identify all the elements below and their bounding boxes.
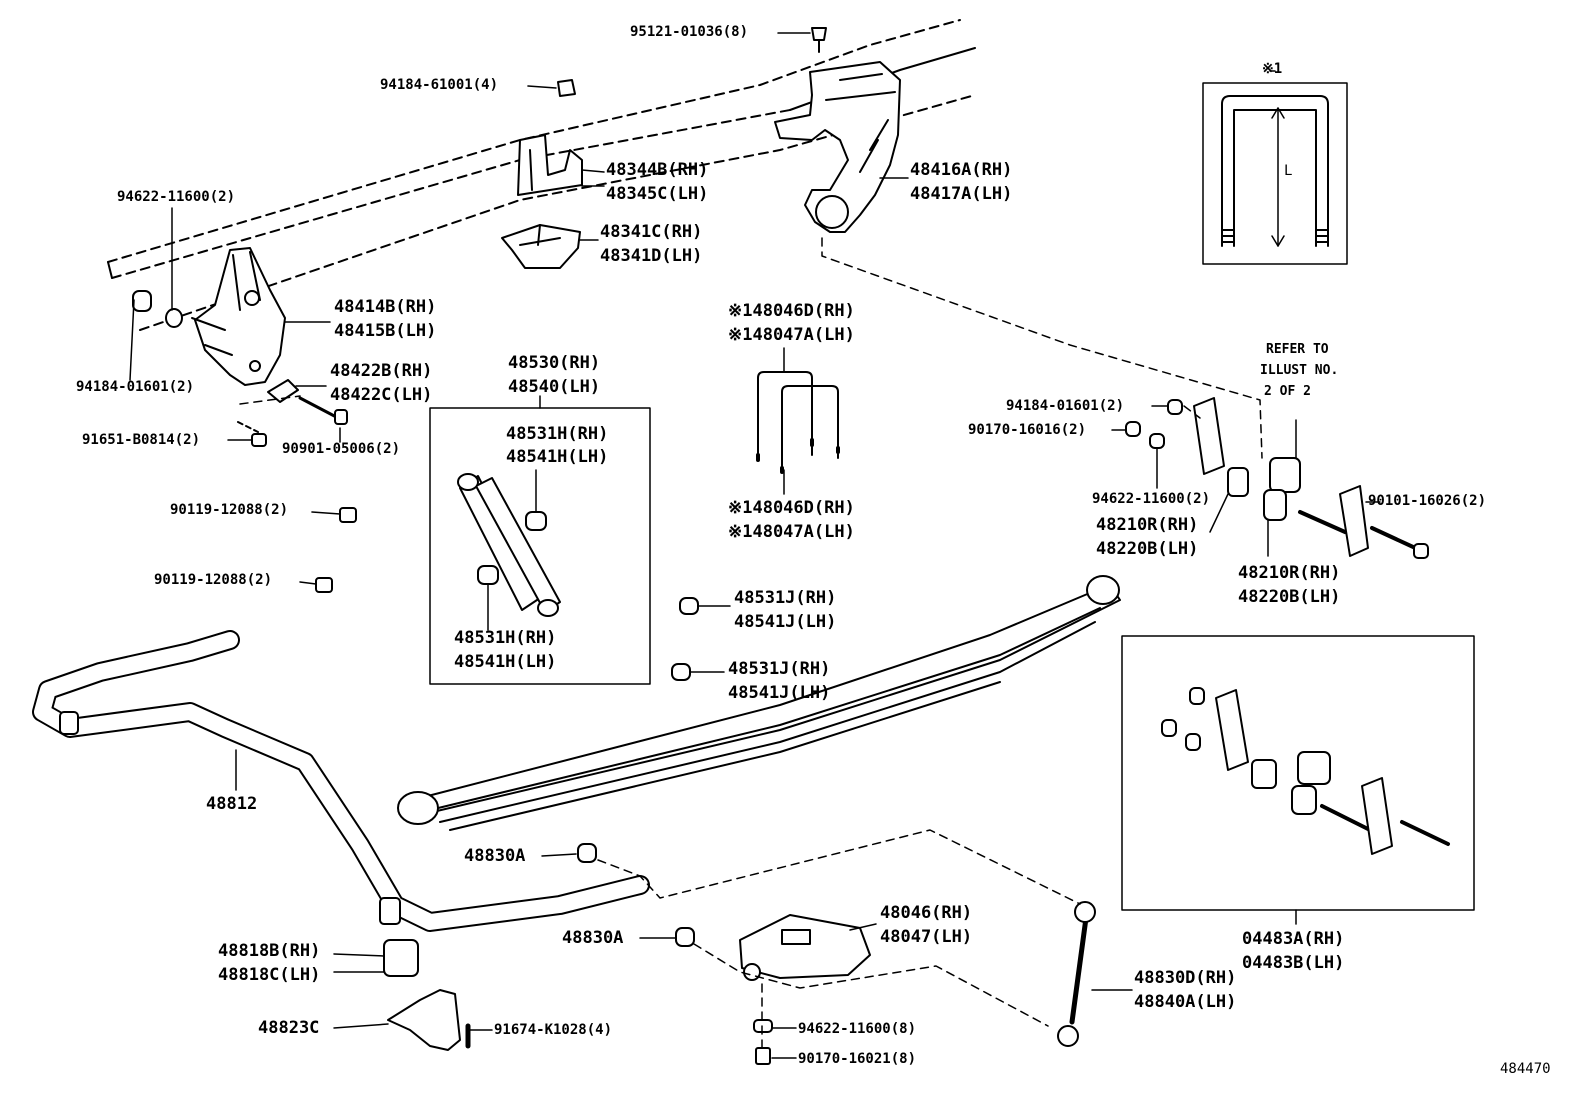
label-48541h-bottom: 48541H(LH) [454, 652, 557, 672]
bracket-48046 [739, 914, 871, 981]
spacer-48341c [501, 224, 581, 269]
bracket-48344b [517, 134, 583, 196]
shackle-kit-box [1121, 635, 1475, 911]
label-48422b: 48422B(RH) [330, 361, 433, 381]
u-bolt-inset-box [1202, 82, 1348, 265]
label-48531j-b: 48531J(RH) [728, 659, 831, 679]
label-04483a: 04483A(RH) [1242, 929, 1345, 949]
label-48416a: 48416A(RH) [910, 160, 1013, 180]
label-91651-b0814: 91651-B0814(2) [82, 432, 201, 448]
label-48046: 48046(RH) [880, 903, 973, 923]
shackle-parts [1125, 397, 1429, 559]
label-48047a-bottom: ※148047A(LH) [728, 522, 855, 542]
label-48823c: 48823C [258, 1018, 320, 1038]
label-48345c: 48345C(LH) [606, 184, 709, 204]
leaf-spring [397, 575, 1121, 831]
hanger-48414b [191, 247, 286, 386]
label-48812: 48812 [206, 794, 258, 814]
inset-note-mark: ※1 [1262, 61, 1283, 77]
label-48830a-lower: 48830A [562, 928, 624, 948]
label-48220b-b: 48220B(LH) [1238, 587, 1341, 607]
stabilizer-link [1057, 901, 1096, 1047]
label-94622-11600-c: 94622-11600(8) [798, 1021, 917, 1037]
label-48046d-bottom: ※148046D(RH) [728, 498, 855, 518]
inset-length-label: L [1284, 163, 1293, 179]
label-48830a-upper: 48830A [464, 846, 526, 866]
bumper-48531j-a [679, 597, 699, 615]
shackle-kit [1161, 687, 1450, 855]
label-48341c: 48341C(RH) [600, 222, 703, 242]
label-48341d: 48341D(LH) [600, 246, 703, 266]
label-94184-01601-a: 94184-01601(2) [76, 379, 195, 395]
label-48047a-top: ※148047A(LH) [728, 325, 855, 345]
label-48541h-top: 48541H(LH) [506, 447, 609, 467]
u-bolts [756, 371, 840, 474]
label-48414b: 48414B(RH) [334, 297, 437, 317]
label-48531h-bottom: 48531H(RH) [454, 628, 557, 648]
u-bolt-inset [1221, 95, 1329, 247]
small-fasteners [132, 27, 827, 593]
label-91674-k1028: 91674-K1028(4) [494, 1022, 613, 1038]
refer-note-line2: ILLUST NO. [1260, 363, 1339, 378]
label-94622-11600-a: 94622-11600(2) [117, 189, 236, 205]
label-48818c: 48818C(LH) [218, 965, 321, 985]
label-48047: 48047(LH) [880, 927, 973, 947]
label-48415b: 48415B(LH) [334, 321, 437, 341]
label-48046d-top: ※148046D(RH) [728, 301, 855, 321]
label-48818b: 48818B(RH) [218, 941, 321, 961]
label-04483b: 04483B(LH) [1242, 953, 1345, 973]
label-48530: 48530(RH) [508, 353, 601, 373]
shock-absorber [457, 473, 561, 617]
label-48540: 48540(LH) [508, 377, 601, 397]
bracket-48823c [387, 989, 461, 1051]
label-94184-01601-b: 94184-01601(2) [1006, 398, 1125, 414]
label-90901-05006: 90901-05006(2) [282, 441, 401, 457]
label-95121-01036: 95121-01036(8) [630, 24, 749, 40]
label-90170-16021: 90170-16021(8) [798, 1051, 917, 1067]
hanger-48416a [774, 61, 901, 233]
label-48840a: 48840A(LH) [1134, 992, 1237, 1012]
label-48220b-a: 48220B(LH) [1096, 539, 1199, 559]
refer-note-line3: 2 OF 2 [1264, 384, 1311, 399]
label-48210r-a: 48210R(RH) [1096, 515, 1199, 535]
label-90119-12088-b: 90119-12088(2) [154, 572, 273, 588]
label-48344b: 48344B(RH) [606, 160, 709, 180]
dashed-connectors [239, 237, 1263, 1049]
bushing-48818b [383, 939, 419, 977]
bumper-48531j-b [671, 663, 691, 681]
label-48531h-top: 48531H(RH) [506, 424, 609, 444]
leader-lines [129, 32, 1381, 1059]
label-48541j-b: 48541J(LH) [728, 683, 831, 703]
refer-note-line1: REFER TO [1266, 342, 1329, 357]
label-48541j-a: 48541J(LH) [734, 612, 837, 632]
label-90119-12088-a: 90119-12088(2) [170, 502, 289, 518]
label-48417a: 48417A(LH) [910, 184, 1013, 204]
label-94622-11600-b: 94622-11600(2) [1092, 491, 1211, 507]
stabilizer-bar [32, 630, 650, 932]
label-48210r-b: 48210R(RH) [1238, 563, 1341, 583]
label-90170-16016: 90170-16016(2) [968, 422, 1087, 438]
label-48531j-a: 48531J(RH) [734, 588, 837, 608]
label-48422c: 48422C(LH) [330, 385, 433, 405]
label-94184-61001: 94184-61001(4) [380, 77, 499, 93]
label-90101-16026: 90101-16026(2) [1368, 493, 1487, 509]
label-48830d: 48830D(RH) [1134, 968, 1237, 988]
diagram-id: 484470 [1500, 1061, 1551, 1077]
